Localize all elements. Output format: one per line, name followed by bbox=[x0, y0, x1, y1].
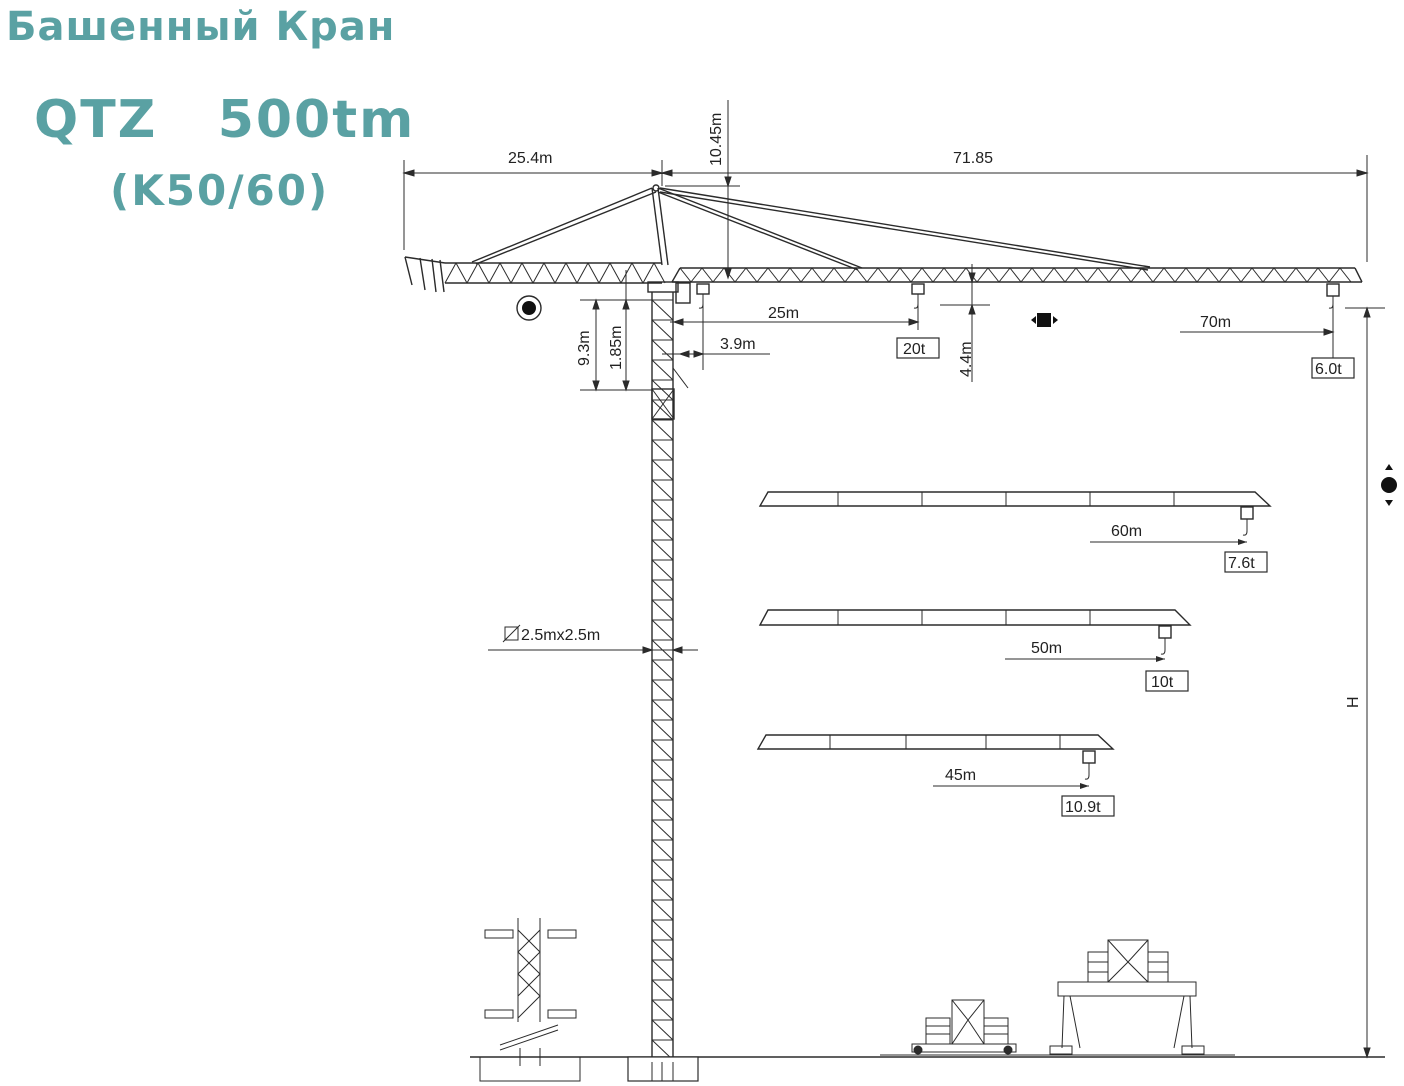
page-title: Башенный Кран bbox=[6, 4, 396, 50]
variant-45-radius: 45m bbox=[945, 767, 976, 784]
hoist-symbol-icon bbox=[1381, 464, 1397, 506]
variant-45-load-box bbox=[1061, 795, 1115, 817]
dim-lines bbox=[402, 100, 1385, 1059]
jib-variant-50: 50m 10t bbox=[758, 609, 1192, 692]
model-variant: (K50/60) bbox=[110, 166, 330, 215]
dim-radius-tip: 70m bbox=[1200, 314, 1231, 331]
slewing-symbol-icon bbox=[516, 295, 542, 321]
dim-counter-jib: 25.4m bbox=[508, 150, 552, 167]
foundation-detail bbox=[479, 918, 581, 1082]
hook-tip bbox=[1326, 283, 1340, 309]
jib-variant-60: 60m 7.6t bbox=[758, 491, 1272, 573]
dim-hook-clearance: 4.4m bbox=[958, 341, 975, 377]
variant-50-load: 10t bbox=[1151, 674, 1174, 691]
variant-60-load-box bbox=[1224, 551, 1268, 573]
undercarriage-small bbox=[880, 999, 1040, 1056]
load-box-max bbox=[896, 337, 940, 359]
dim-cab-height: 9.3m bbox=[576, 330, 593, 366]
trolley-travel-icon bbox=[1031, 313, 1058, 327]
tower-head bbox=[471, 184, 1151, 271]
counterweight bbox=[404, 256, 446, 293]
variant-50-radius: 50m bbox=[1031, 640, 1062, 657]
dim-radius-max-load: 25m bbox=[768, 305, 799, 322]
section-symbol-icon bbox=[502, 624, 521, 643]
load-tip-70: 6.0t bbox=[1315, 361, 1342, 378]
tower-foundation bbox=[627, 1056, 699, 1082]
model-name: QTZ 500tm bbox=[34, 90, 416, 150]
jib-variant-45: 45m 10.9t bbox=[756, 734, 1115, 817]
dim-top-height: 10.45m bbox=[708, 113, 725, 166]
dim-radius-inner: 3.9m bbox=[720, 336, 756, 353]
variant-60-radius: 60m bbox=[1111, 523, 1142, 540]
dim-pivot-height: 1.85m bbox=[608, 326, 625, 370]
load-max: 20t bbox=[903, 341, 926, 358]
tower-mast bbox=[627, 292, 699, 1082]
dim-height-h: H bbox=[1345, 696, 1362, 708]
dim-tower-section: 2.5mx2.5m bbox=[521, 627, 600, 644]
variant-60-load: 7.6t bbox=[1228, 555, 1255, 572]
slewing-ring bbox=[647, 281, 679, 293]
main-jib bbox=[671, 267, 1363, 283]
variant-45-load: 10.9t bbox=[1065, 799, 1101, 816]
portal-undercarriage bbox=[1040, 939, 1235, 1056]
variant-50-load-box bbox=[1145, 670, 1189, 692]
dim-jib-length: 71.85 bbox=[953, 150, 993, 167]
load-box-tip bbox=[1311, 357, 1355, 379]
operator-cab bbox=[651, 282, 691, 420]
